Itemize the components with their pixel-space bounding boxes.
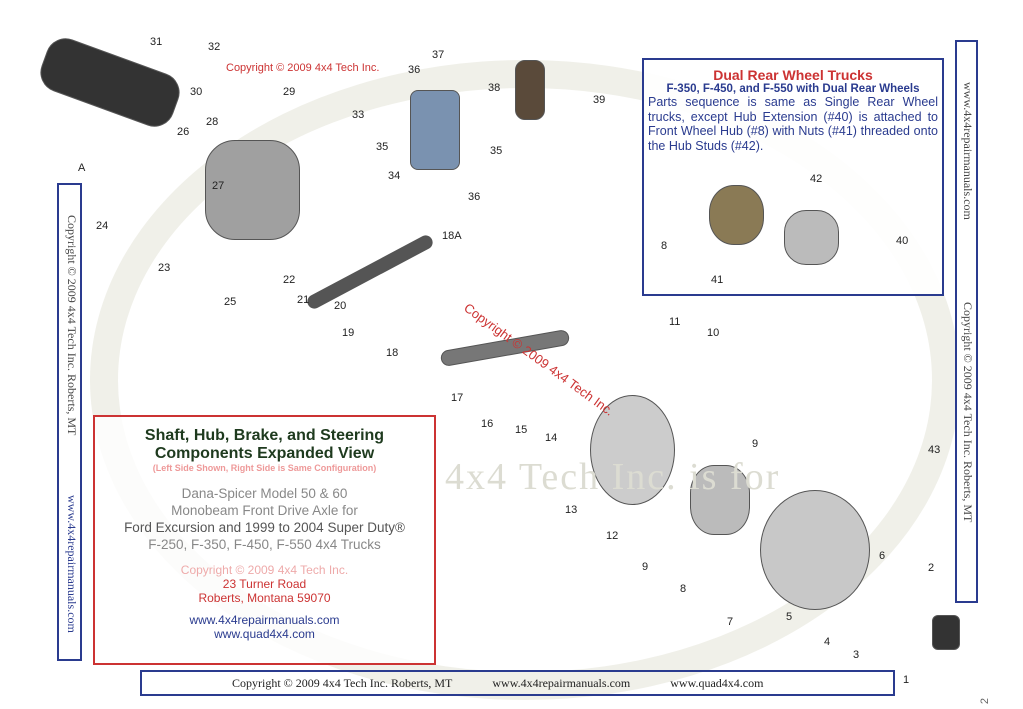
hub-lock bbox=[932, 615, 960, 650]
part-number-label: 7 bbox=[727, 616, 734, 628]
part-number-label: 18A bbox=[442, 230, 462, 242]
part-number-label: A bbox=[78, 162, 86, 174]
wheel-hub bbox=[690, 465, 750, 535]
dust-shield bbox=[590, 395, 675, 505]
footer-url-2[interactable]: www.quad4x4.com bbox=[670, 675, 764, 690]
part-number-label: 22 bbox=[283, 274, 296, 286]
part-number-label: 35 bbox=[376, 141, 389, 153]
part-number-label: 17 bbox=[451, 392, 464, 404]
part-number-label: 34 bbox=[388, 170, 401, 182]
model-line: F-250, F-350, F-450, F-550 4x4 Trucks bbox=[148, 537, 381, 552]
part-number-label: 19 bbox=[342, 327, 355, 339]
model-line: Monobeam Front Drive Axle for bbox=[171, 503, 358, 518]
brake-pads bbox=[515, 60, 545, 120]
part-number-label: 29 bbox=[283, 86, 296, 98]
footer: Copyright © 2009 4x4 Tech Inc. Roberts, … bbox=[140, 670, 895, 696]
page-number: 2 bbox=[979, 697, 992, 705]
drw-body: Parts sequence is same as Single Rear Wh… bbox=[648, 95, 938, 153]
part-number-label: 31 bbox=[150, 36, 163, 48]
steering-knuckle bbox=[205, 140, 300, 240]
drw-title: Dual Rear Wheel Trucks bbox=[713, 67, 873, 83]
part-number-label: 32 bbox=[208, 41, 221, 53]
part-number-label: 8 bbox=[680, 583, 687, 595]
part-number-label: 23 bbox=[158, 262, 171, 274]
left-url: www.4x4repairmanuals.com bbox=[65, 495, 79, 633]
info-title-2: Components Expanded View bbox=[154, 445, 375, 462]
info-subtitle: (Left Side Shown, Right Side is Same Con… bbox=[152, 463, 377, 473]
right-copyright: Copyright © 2009 4x4 Tech Inc. Roberts, … bbox=[961, 302, 975, 523]
hub-extension bbox=[784, 210, 839, 265]
part-number-label: 43 bbox=[928, 444, 941, 456]
top-copyright: Copyright © 2009 4x4 Tech Inc. bbox=[226, 62, 380, 74]
part-number-label: 6 bbox=[879, 550, 886, 562]
part-number-label: 9 bbox=[752, 438, 759, 450]
info-url-1[interactable]: www.4x4repairmanuals.com bbox=[189, 613, 340, 627]
part-number-label: 15 bbox=[515, 424, 528, 436]
info-box: Shaft, Hub, Brake, and Steering Componen… bbox=[93, 415, 436, 665]
part-number-label: 11 bbox=[669, 316, 681, 328]
part-number-label: 2 bbox=[928, 562, 935, 574]
part-number-label: 12 bbox=[606, 530, 619, 542]
drw-subtitle: F-350, F-450, and F-550 with Dual Rear W… bbox=[666, 83, 920, 95]
model-description: Dana-Spicer Model 50 & 60 Monobeam Front… bbox=[95, 485, 434, 553]
part-number-label: 42 bbox=[810, 173, 823, 185]
model-line: Dana-Spicer Model 50 & 60 bbox=[181, 486, 348, 501]
part-number-label: 41 bbox=[711, 274, 724, 286]
part-number-label: 38 bbox=[488, 82, 501, 94]
info-address-1: 23 Turner Road bbox=[222, 577, 307, 591]
info-address-2: Roberts, Montana 59070 bbox=[198, 591, 331, 605]
part-number-label: 1 bbox=[903, 674, 910, 686]
axle-housing bbox=[34, 32, 186, 133]
footer-url-1[interactable]: www.4x4repairmanuals.com bbox=[492, 675, 631, 690]
part-number-label: 3 bbox=[853, 649, 860, 661]
part-number-label: 40 bbox=[896, 235, 909, 247]
part-number-label: 4 bbox=[824, 636, 831, 648]
part-number-label: 9 bbox=[642, 561, 649, 573]
part-number-label: 13 bbox=[565, 504, 578, 516]
left-side-banner: Copyright © 2009 4x4 Tech Inc. Roberts, … bbox=[57, 183, 82, 661]
watermark-text: 4x4 Tech Inc. is for bbox=[445, 456, 781, 498]
info-copyright: Copyright © 2009 4x4 Tech Inc. bbox=[180, 563, 349, 577]
part-number-label: 26 bbox=[177, 126, 190, 138]
info-url-2[interactable]: www.quad4x4.com bbox=[214, 627, 315, 641]
part-number-label: 33 bbox=[352, 109, 365, 121]
right-side-banner: www.4x4repairmanuals.com Copyright © 200… bbox=[955, 40, 978, 603]
info-title-1: Shaft, Hub, Brake, and Steering bbox=[144, 427, 385, 444]
part-number-label: 14 bbox=[545, 432, 558, 444]
part-number-label: 25 bbox=[224, 296, 237, 308]
part-number-label: 8 bbox=[661, 240, 668, 252]
part-number-label: 5 bbox=[786, 611, 793, 623]
part-number-label: 37 bbox=[432, 49, 445, 61]
left-copyright: Copyright © 2009 4x4 Tech Inc. Roberts, … bbox=[65, 215, 79, 436]
part-number-label: 24 bbox=[96, 220, 109, 232]
part-number-label: 18 bbox=[386, 347, 399, 359]
part-number-label: 36 bbox=[408, 64, 421, 76]
brake-rotor bbox=[760, 490, 870, 610]
model-line: Ford Excursion and 1999 to 2004 Super Du… bbox=[124, 520, 405, 535]
part-number-label: 16 bbox=[481, 418, 494, 430]
dual-rear-wheel-box: Dual Rear Wheel Trucks F-350, F-450, and… bbox=[642, 58, 944, 296]
part-number-label: 28 bbox=[206, 116, 219, 128]
part-number-label: 10 bbox=[707, 327, 720, 339]
part-number-label: 36 bbox=[468, 191, 481, 203]
part-number-label: 27 bbox=[212, 180, 225, 192]
caliper-bracket bbox=[410, 90, 460, 170]
part-number-label: 39 bbox=[593, 94, 606, 106]
part-number-label: 35 bbox=[490, 145, 503, 157]
part-number-label: 21 bbox=[297, 294, 310, 306]
part-number-label: 20 bbox=[334, 300, 347, 312]
footer-copyright: Copyright © 2009 4x4 Tech Inc. Roberts, … bbox=[232, 675, 453, 690]
right-url: www.4x4repairmanuals.com bbox=[961, 82, 975, 220]
part-number-label: 30 bbox=[190, 86, 203, 98]
drw-hub bbox=[709, 185, 764, 245]
